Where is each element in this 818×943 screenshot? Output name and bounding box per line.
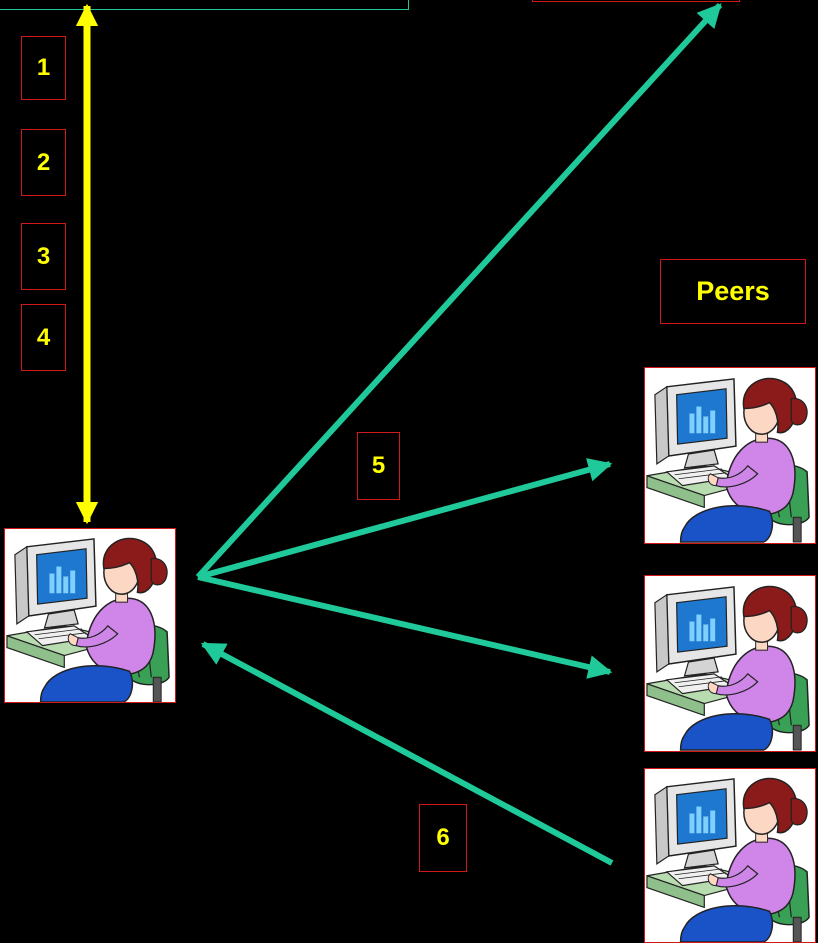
step-6-label: 6 bbox=[419, 804, 467, 872]
step-1-label: 1 bbox=[21, 36, 66, 100]
peer-computer-2 bbox=[644, 575, 816, 752]
step-3-label: 3 bbox=[21, 223, 66, 290]
peer-computer-3 bbox=[644, 768, 816, 943]
step-5-label: 5 bbox=[357, 432, 400, 500]
person-at-computer-icon bbox=[646, 377, 810, 543]
arrow-to-peer-2 bbox=[197, 574, 613, 679]
person-at-computer-icon bbox=[646, 585, 810, 751]
peers-label: Peers bbox=[660, 259, 806, 324]
user-computer-main bbox=[4, 528, 176, 703]
arrow-to-peer-1 bbox=[197, 458, 613, 580]
person-at-computer-icon bbox=[646, 777, 810, 942]
top-left-box-partial bbox=[0, 0, 409, 10]
arrow-from-peer-3 bbox=[200, 641, 614, 866]
step-2-label: 2 bbox=[21, 129, 66, 196]
person-at-computer-icon bbox=[6, 537, 170, 702]
arrow-to-top-right-box bbox=[195, 2, 723, 580]
top-right-box-partial bbox=[532, 0, 740, 2]
step-4-label: 4 bbox=[21, 304, 66, 371]
peer-computer-1 bbox=[644, 367, 816, 544]
